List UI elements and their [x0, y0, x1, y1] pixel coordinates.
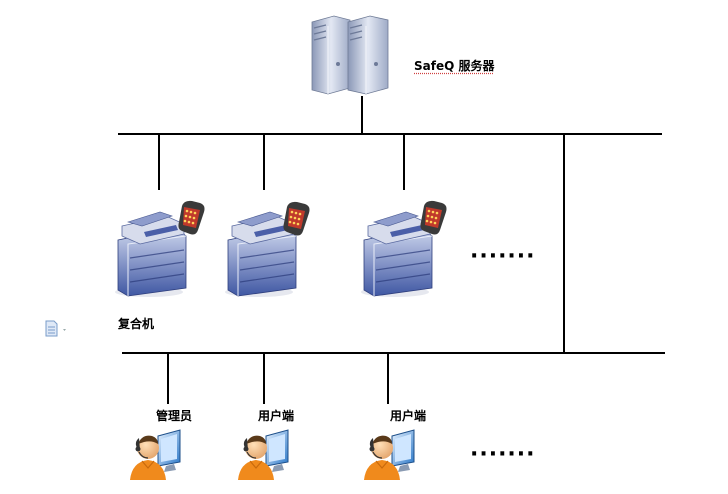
multifunction-printer-icon: [114, 211, 433, 298]
client-label-2: 用户端: [390, 409, 427, 423]
admin-label: 管理员: [156, 409, 193, 423]
server-label: SafeQ 服务器: [414, 59, 495, 73]
document-icon[interactable]: [44, 320, 70, 338]
more-printers-ellipsis: ·······: [470, 244, 536, 269]
client-label-1: 用户端: [258, 409, 295, 423]
mfp-label: 复合机: [118, 317, 155, 331]
network-lines: [118, 96, 665, 404]
server-tower-icon: [311, 15, 389, 95]
user-at-monitor-icon: [129, 429, 415, 481]
more-users-ellipsis: ·······: [470, 442, 536, 467]
